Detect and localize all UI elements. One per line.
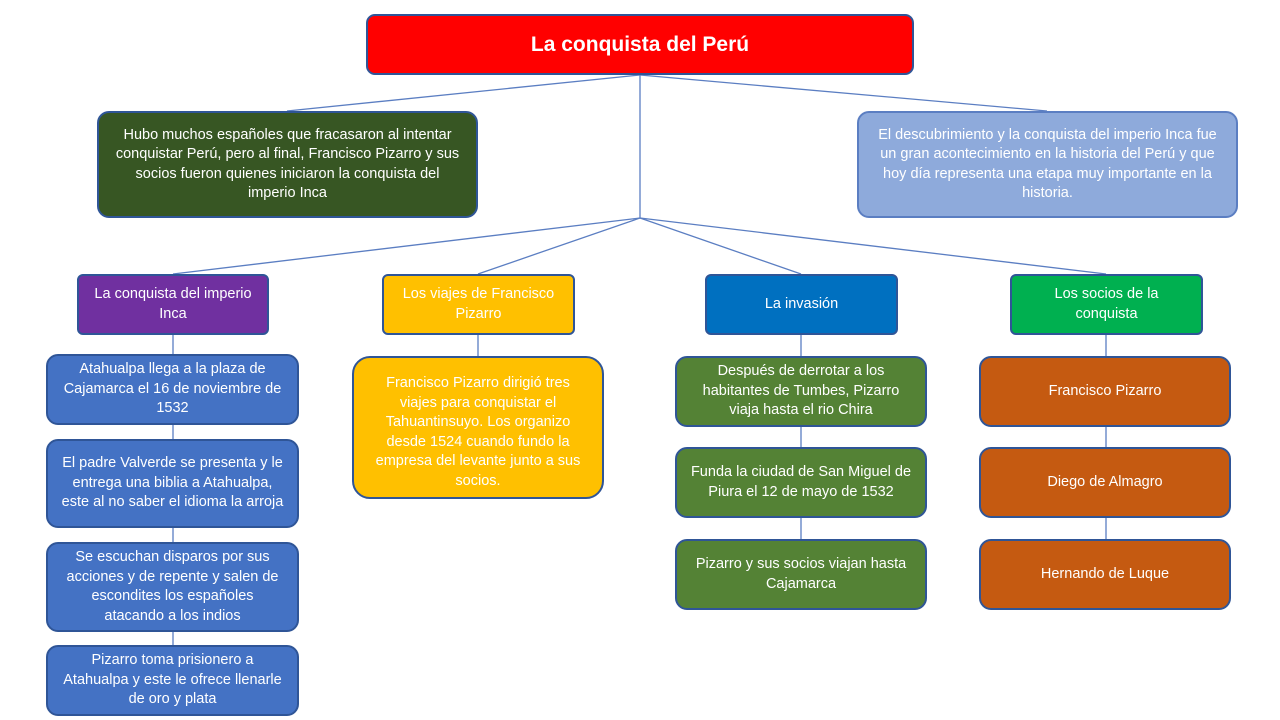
- branch-header-invasion: La invasión: [705, 274, 898, 335]
- branch-1-item-4: Pizarro toma prisionero a Atahualpa y es…: [46, 645, 299, 716]
- branch-4-item-3: Hernando de Luque: [979, 539, 1231, 610]
- branch-2-item-1: Francisco Pizarro dirigió tres viajes pa…: [352, 356, 604, 499]
- branch-header-viajes-pizarro: Los viajes de Francisco Pizarro: [382, 274, 575, 335]
- intro-left-box: Hubo muchos españoles que fracasaron al …: [97, 111, 478, 218]
- connector-title-intro-left: [286, 74, 641, 112]
- branch-header-conquista-imperio: La conquista del imperio Inca: [77, 274, 269, 335]
- branch-4-item-1: Francisco Pizarro: [979, 356, 1231, 427]
- connector-title-intro-right: [639, 74, 1048, 112]
- branch-3-item-3: Pizarro y sus socios viajan hasta Cajama…: [675, 539, 927, 610]
- branch-4-item-2: Diego de Almagro: [979, 447, 1231, 518]
- branch-1-item-3: Se escuchan disparos por sus acciones y …: [46, 542, 299, 632]
- diagram-title: La conquista del Perú: [366, 14, 914, 75]
- connector-hub-branch-2: [477, 217, 641, 275]
- connector-hub-branch-4: [639, 217, 1107, 275]
- connector-hub-branch-1: [172, 217, 641, 275]
- branch-1-item-2: El padre Valverde se presenta y le entre…: [46, 439, 299, 528]
- connector-hub-branch-3: [639, 217, 802, 275]
- branch-3-item-2: Funda la ciudad de San Miguel de Piura e…: [675, 447, 927, 518]
- branch-1-item-1: Atahualpa llega a la plaza de Cajamarca …: [46, 354, 299, 425]
- intro-right-box: El descubrimiento y la conquista del imp…: [857, 111, 1238, 218]
- branch-3-item-1: Después de derrotar a los habitantes de …: [675, 356, 927, 427]
- branch-header-socios-conquista: Los socios de la conquista: [1010, 274, 1203, 335]
